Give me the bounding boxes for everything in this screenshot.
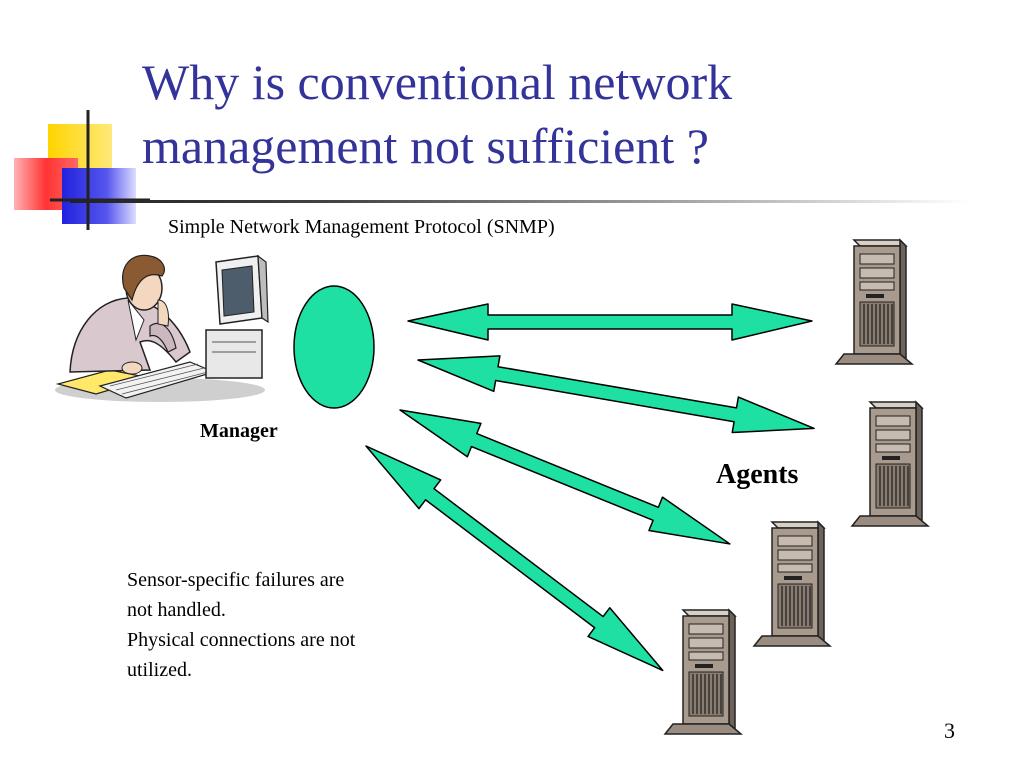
server-tower-icon bbox=[851, 401, 929, 527]
server-tower-icon bbox=[835, 239, 913, 365]
notes-line-3: Physical connections are not bbox=[127, 629, 356, 651]
person-at-computer-icon bbox=[55, 254, 269, 402]
server-tower-icon bbox=[664, 609, 742, 735]
arrow-agent-4 bbox=[365, 445, 664, 672]
decorative-corner-squares-icon bbox=[14, 110, 150, 230]
page-number: 3 bbox=[944, 718, 955, 743]
title-divider bbox=[70, 200, 970, 203]
subtitle: Simple Network Management Protocol (SNMP… bbox=[168, 216, 555, 238]
notes-text: Sensor-specific failures are not handled… bbox=[127, 565, 355, 685]
manager-node bbox=[293, 285, 375, 409]
arrow-agent-3 bbox=[399, 409, 731, 545]
title-line-1: Why is conventional network bbox=[142, 54, 733, 110]
notes-line-1: Sensor-specific failures are bbox=[127, 569, 345, 591]
arrow-agent-2 bbox=[417, 355, 815, 434]
slide-title: Why is conventional network management n… bbox=[142, 50, 1002, 178]
server-tower-icon bbox=[753, 521, 831, 647]
arrow-agent-1 bbox=[407, 303, 813, 341]
agents-label: Agents bbox=[716, 459, 799, 490]
notes-line-2: not handled. bbox=[127, 599, 226, 621]
title-line-2: management not sufficient ? bbox=[142, 118, 709, 174]
manager-label: Manager bbox=[200, 420, 278, 442]
notes-line-4: utilized. bbox=[127, 659, 192, 681]
